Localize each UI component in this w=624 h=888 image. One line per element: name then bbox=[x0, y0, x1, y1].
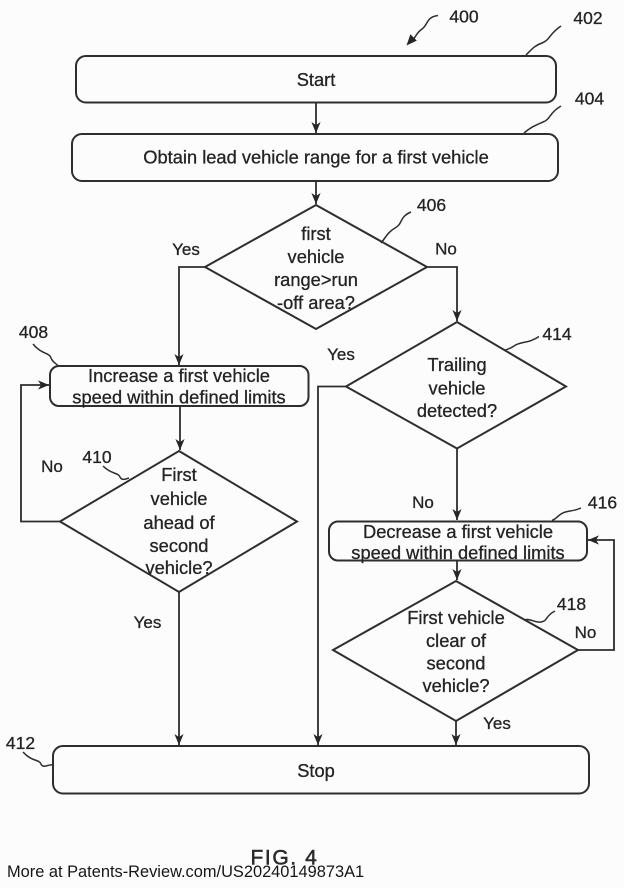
svg-text:speed within defined limits: speed within defined limits bbox=[351, 542, 564, 563]
svg-text:First vehicle: First vehicle bbox=[407, 607, 505, 628]
svg-text:Yes: Yes bbox=[483, 714, 511, 733]
svg-text:Stop: Stop bbox=[297, 760, 335, 781]
svg-text:More at Patents-Review.com/US2: More at Patents-Review.com/US20240149873… bbox=[7, 863, 364, 881]
svg-text:vehicle: vehicle bbox=[429, 378, 486, 399]
svg-text:Increase a first vehicle: Increase a first vehicle bbox=[88, 365, 270, 386]
svg-text:400: 400 bbox=[449, 7, 478, 27]
svg-text:clear of: clear of bbox=[426, 630, 487, 651]
svg-text:second: second bbox=[150, 535, 209, 556]
svg-text:412: 412 bbox=[6, 733, 35, 753]
svg-text:406: 406 bbox=[417, 195, 446, 215]
svg-text:Yes: Yes bbox=[327, 345, 355, 364]
svg-text:No: No bbox=[575, 623, 597, 642]
svg-text:ahead of: ahead of bbox=[143, 512, 215, 533]
svg-text:speed within defined limits: speed within defined limits bbox=[72, 387, 285, 408]
svg-text:Obtain lead vehicle range for: Obtain lead vehicle range for a first ve… bbox=[143, 147, 489, 168]
svg-text:418: 418 bbox=[557, 594, 586, 614]
svg-text:vehicle?: vehicle? bbox=[422, 675, 489, 696]
svg-text:First: First bbox=[161, 464, 197, 485]
svg-text:vehicle?: vehicle? bbox=[145, 557, 212, 578]
svg-text:Start: Start bbox=[297, 69, 336, 90]
svg-text:No: No bbox=[435, 240, 457, 259]
svg-text:Yes: Yes bbox=[172, 240, 200, 259]
svg-text:Yes: Yes bbox=[134, 613, 162, 632]
svg-text:first: first bbox=[301, 223, 330, 244]
svg-text:414: 414 bbox=[542, 324, 571, 344]
svg-text:-off area?: -off area? bbox=[277, 292, 355, 313]
svg-text:402: 402 bbox=[573, 8, 602, 28]
svg-text:second: second bbox=[427, 653, 486, 674]
svg-text:No: No bbox=[41, 457, 63, 476]
svg-text:No: No bbox=[412, 493, 434, 512]
svg-text:416: 416 bbox=[588, 493, 617, 513]
svg-text:410: 410 bbox=[82, 447, 111, 467]
svg-text:Trailing: Trailing bbox=[427, 354, 486, 375]
svg-text:Decrease a first vehicle: Decrease a first vehicle bbox=[363, 521, 553, 542]
svg-text:404: 404 bbox=[575, 89, 604, 109]
svg-text:range>run: range>run bbox=[274, 269, 358, 290]
svg-text:vehicle: vehicle bbox=[288, 246, 345, 267]
svg-text:FIG. 4: FIG. 4 bbox=[251, 847, 319, 870]
svg-text:detected?: detected? bbox=[417, 400, 497, 421]
svg-text:408: 408 bbox=[19, 322, 48, 342]
svg-text:vehicle: vehicle bbox=[151, 488, 208, 509]
